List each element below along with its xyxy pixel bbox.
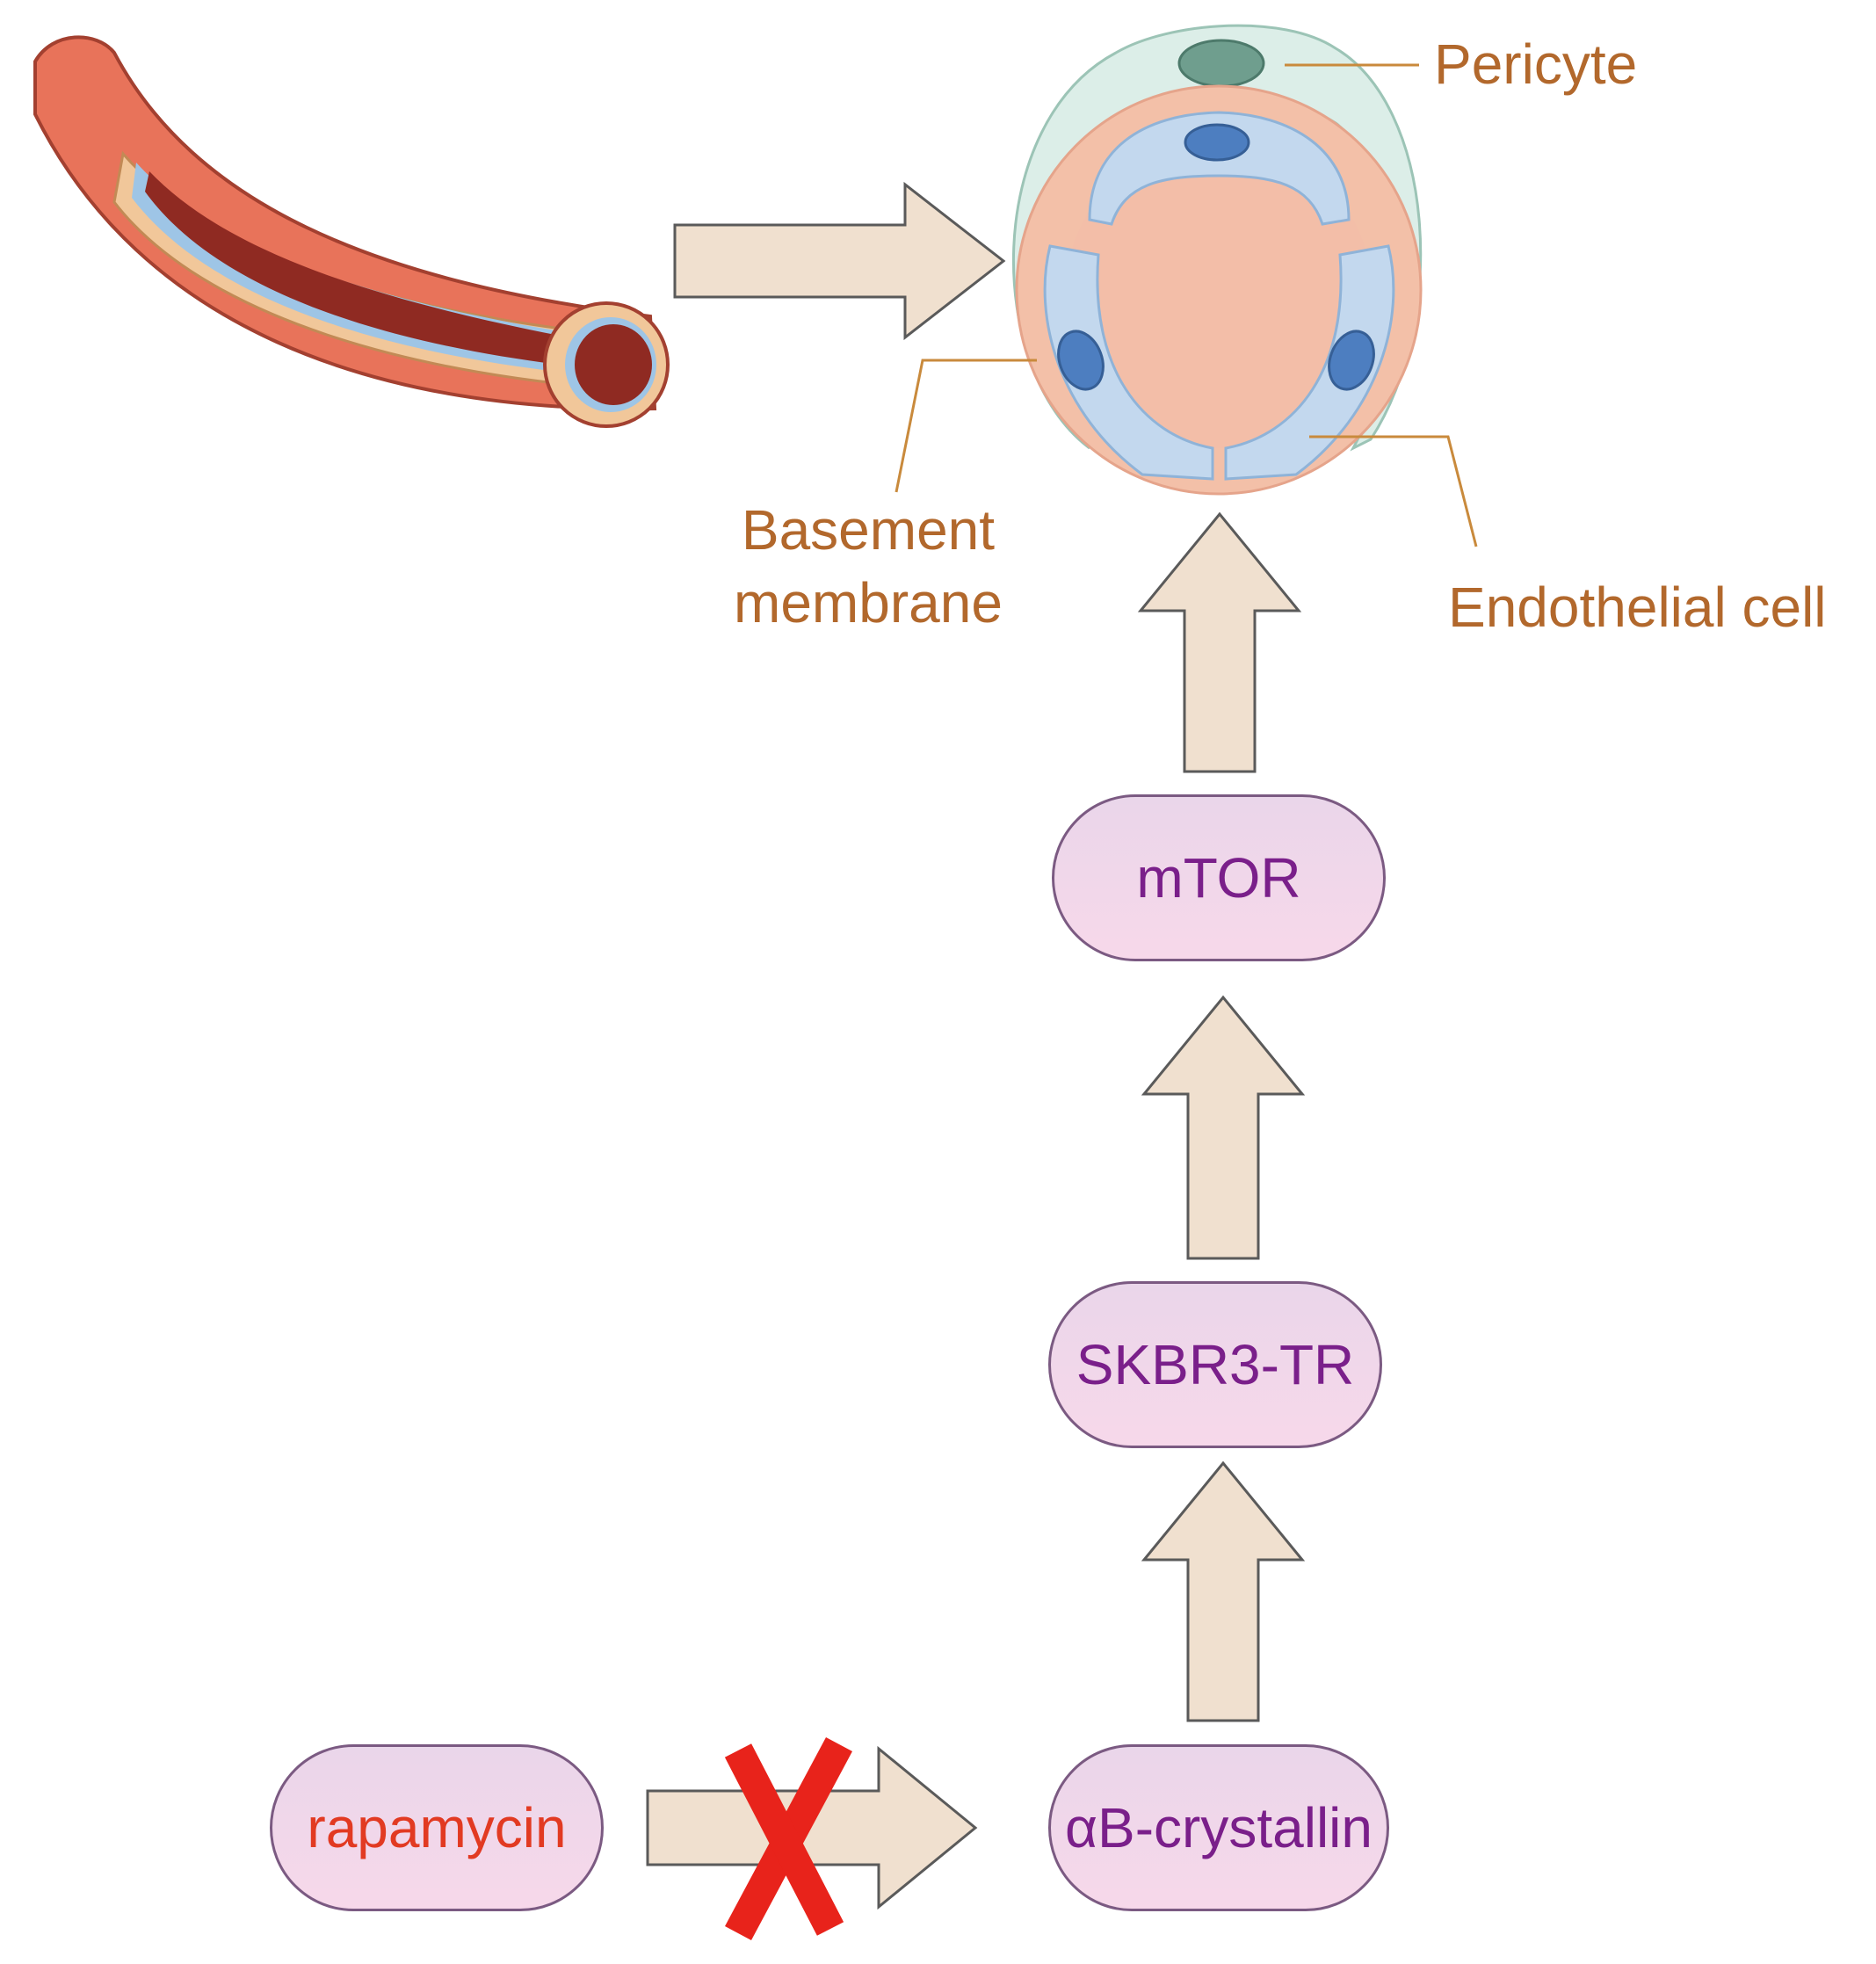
node-ab-crystallin: αB-crystallin <box>1048 1744 1389 1911</box>
node-ab-crystallin-label: αB-crystallin <box>1065 1796 1373 1859</box>
node-skbr3-tr: SKBR3-TR <box>1048 1281 1382 1448</box>
basement-membrane-label: Basement membrane <box>734 494 1003 640</box>
blood-vessel-icon <box>33 35 670 428</box>
node-mtor-label: mTOR <box>1136 846 1301 910</box>
capillary-cross-section-icon <box>1011 24 1423 496</box>
node-mtor: mTOR <box>1052 794 1386 961</box>
arrow-crystallin-to-skbr3 <box>1141 1460 1306 1722</box>
basement-membrane-label-line2: membrane <box>734 571 1003 635</box>
arrow-mtor-to-capillary <box>1137 511 1302 773</box>
arrow-vessel-to-capillary <box>673 181 1006 341</box>
node-rapamycin-label: rapamycin <box>307 1796 567 1859</box>
leader-lines <box>895 63 1478 547</box>
node-rapamycin: rapamycin <box>270 1744 604 1911</box>
node-skbr3-tr-label: SKBR3-TR <box>1076 1333 1355 1396</box>
endothelial-cell-leader <box>1309 435 1478 547</box>
arrow-rapamycin-to-crystallin <box>646 1745 978 1910</box>
arrows <box>646 181 1306 1910</box>
pericyte-label: Pericyte <box>1434 33 1638 96</box>
endothelial-cell-label: Endothelial cell <box>1448 576 1827 639</box>
basement-membrane-leader <box>895 359 1037 493</box>
basement-membrane-label-line1: Basement <box>741 498 996 562</box>
red-x-icon <box>724 1736 852 1941</box>
arrow-skbr3-to-mtor <box>1141 995 1306 1260</box>
